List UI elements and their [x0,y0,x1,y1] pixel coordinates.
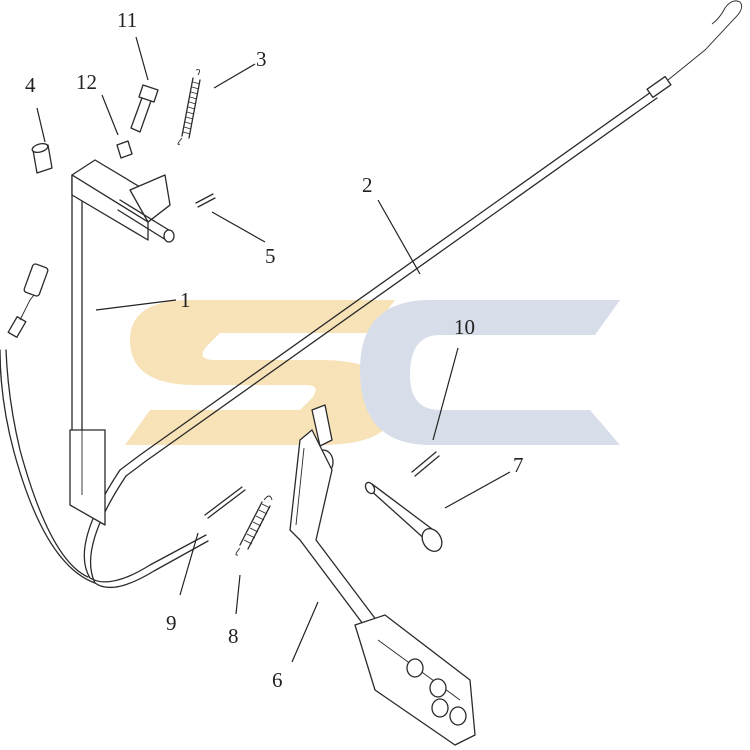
part-4-sleeve [31,142,53,174]
part-12-nut [116,140,133,159]
leader-6 [291,601,319,663]
part-5-pin [195,193,216,208]
callout-8: 8 [228,624,239,648]
part-1-lever-bracket [69,159,175,526]
part-3-spring-top [177,69,201,145]
leader-12 [101,94,119,136]
part-11-bolt [130,84,159,133]
callout-6: 6 [272,668,283,692]
watermark-c [360,300,620,445]
callout-12: 12 [76,70,97,94]
leader-3 [213,63,256,89]
callout-labels: 1 2 3 4 5 6 7 8 9 10 11 12 [25,8,524,692]
leader-7 [444,471,511,509]
part-7-clevis-pin [364,481,443,552]
callout-4: 4 [25,73,36,97]
part-8-spring-bottom [235,495,273,556]
watermark-logo [125,300,620,445]
leader-8 [235,574,241,615]
callout-2: 2 [362,173,373,197]
callout-7: 7 [513,453,524,477]
callout-10: 10 [454,315,475,339]
callout-5: 5 [265,244,276,268]
callout-9: 9 [166,611,177,635]
leader-9 [179,532,199,596]
leader-5 [211,211,266,243]
leader-11 [135,36,149,81]
part-10-split-pin [411,451,440,477]
callout-1: 1 [180,288,191,312]
leader-4 [36,107,46,143]
callout-11: 11 [117,8,137,32]
callout-3: 3 [256,47,267,71]
leader-lines [36,36,511,663]
part-2-throttle-cable [0,0,743,589]
leader-1 [95,299,177,311]
leader-10 [432,347,459,441]
watermark-s [125,300,395,445]
leader-2 [377,199,421,275]
part-6-pedal-arm [289,404,476,746]
part-9-spring-wire [204,486,246,519]
